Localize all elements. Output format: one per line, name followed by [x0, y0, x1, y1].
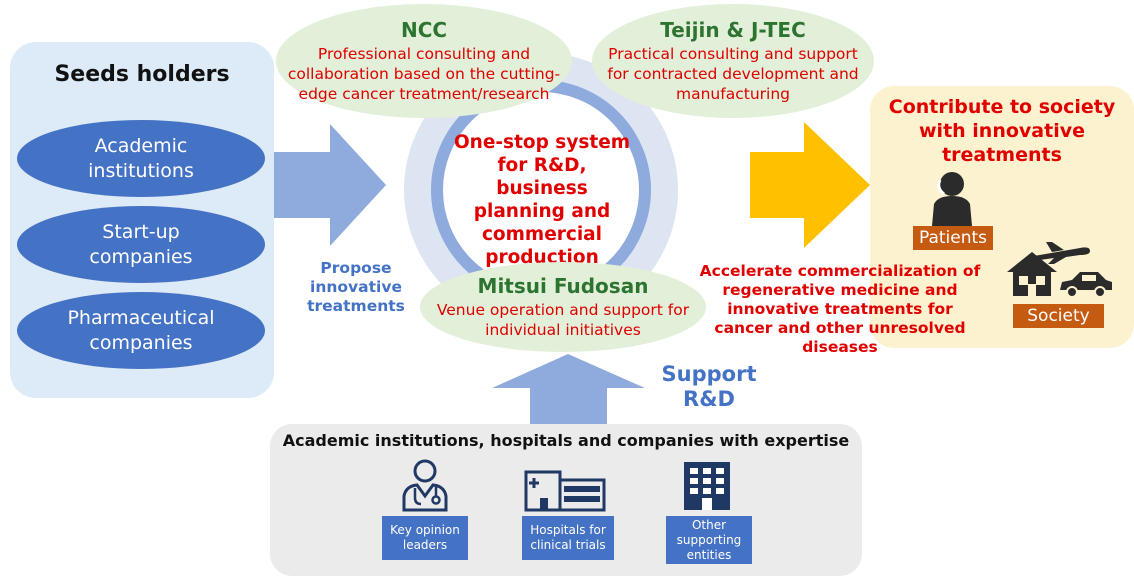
contribute-title: Contribute to society with innovative tr…: [888, 96, 1116, 166]
support-rd-label: Support R&D: [661, 362, 757, 411]
patients-label: Patients: [913, 226, 993, 250]
support-arrow: [492, 354, 645, 424]
ncc-description: Professional consulting and collaboratio…: [287, 45, 561, 103]
expertise-title: Academic institutions, hospitals and com…: [282, 431, 850, 450]
mitsui-ellipse: Mitsui Fudosan Venue operation and suppo…: [420, 262, 706, 352]
teijin-description: Practical consulting and support for con…: [607, 45, 859, 103]
hospital-icon: [524, 470, 606, 512]
seeds-holders-title: Seeds holders: [54, 62, 230, 87]
hospitals-clinical-trials-label: Hospitals for clinical trials: [522, 516, 614, 560]
seed-item-academic: Academic institutions: [17, 120, 265, 197]
house-icon: [1007, 252, 1057, 296]
key-opinion-leaders-label: Key opinion leaders: [382, 516, 468, 560]
seed-item-startup: Start-up companies: [17, 206, 265, 283]
mitsui-description: Venue operation and support for individu…: [436, 301, 690, 339]
mitsui-title: Mitsui Fudosan: [477, 274, 649, 298]
other-supporting-entities-label: Other supporting entities: [666, 516, 752, 564]
office-building-icon: [684, 462, 730, 510]
propose-label: Propose innovative treatments: [307, 259, 405, 315]
car-icon: [1060, 272, 1112, 298]
accelerate-text: Accelerate commercialization of regenera…: [699, 262, 981, 356]
ncc-ellipse: NCC Professional consulting and collabor…: [276, 4, 572, 118]
patient-icon: [932, 172, 972, 226]
contribute-arrow: [750, 122, 870, 248]
society-label: Society: [1013, 304, 1104, 328]
doctor-icon: [402, 459, 448, 512]
airplane-icon: [1032, 242, 1090, 264]
propose-arrow: [272, 124, 386, 246]
teijin-title: Teijin & J-TEC: [660, 18, 806, 42]
seed-item-pharma: Pharmaceutical companies: [17, 292, 265, 369]
teijin-ellipse: Teijin & J-TEC Practical consulting and …: [592, 4, 874, 118]
ncc-title: NCC: [400, 18, 448, 42]
one-stop-system-text: One-stop system for R&D, business planni…: [453, 132, 631, 268]
